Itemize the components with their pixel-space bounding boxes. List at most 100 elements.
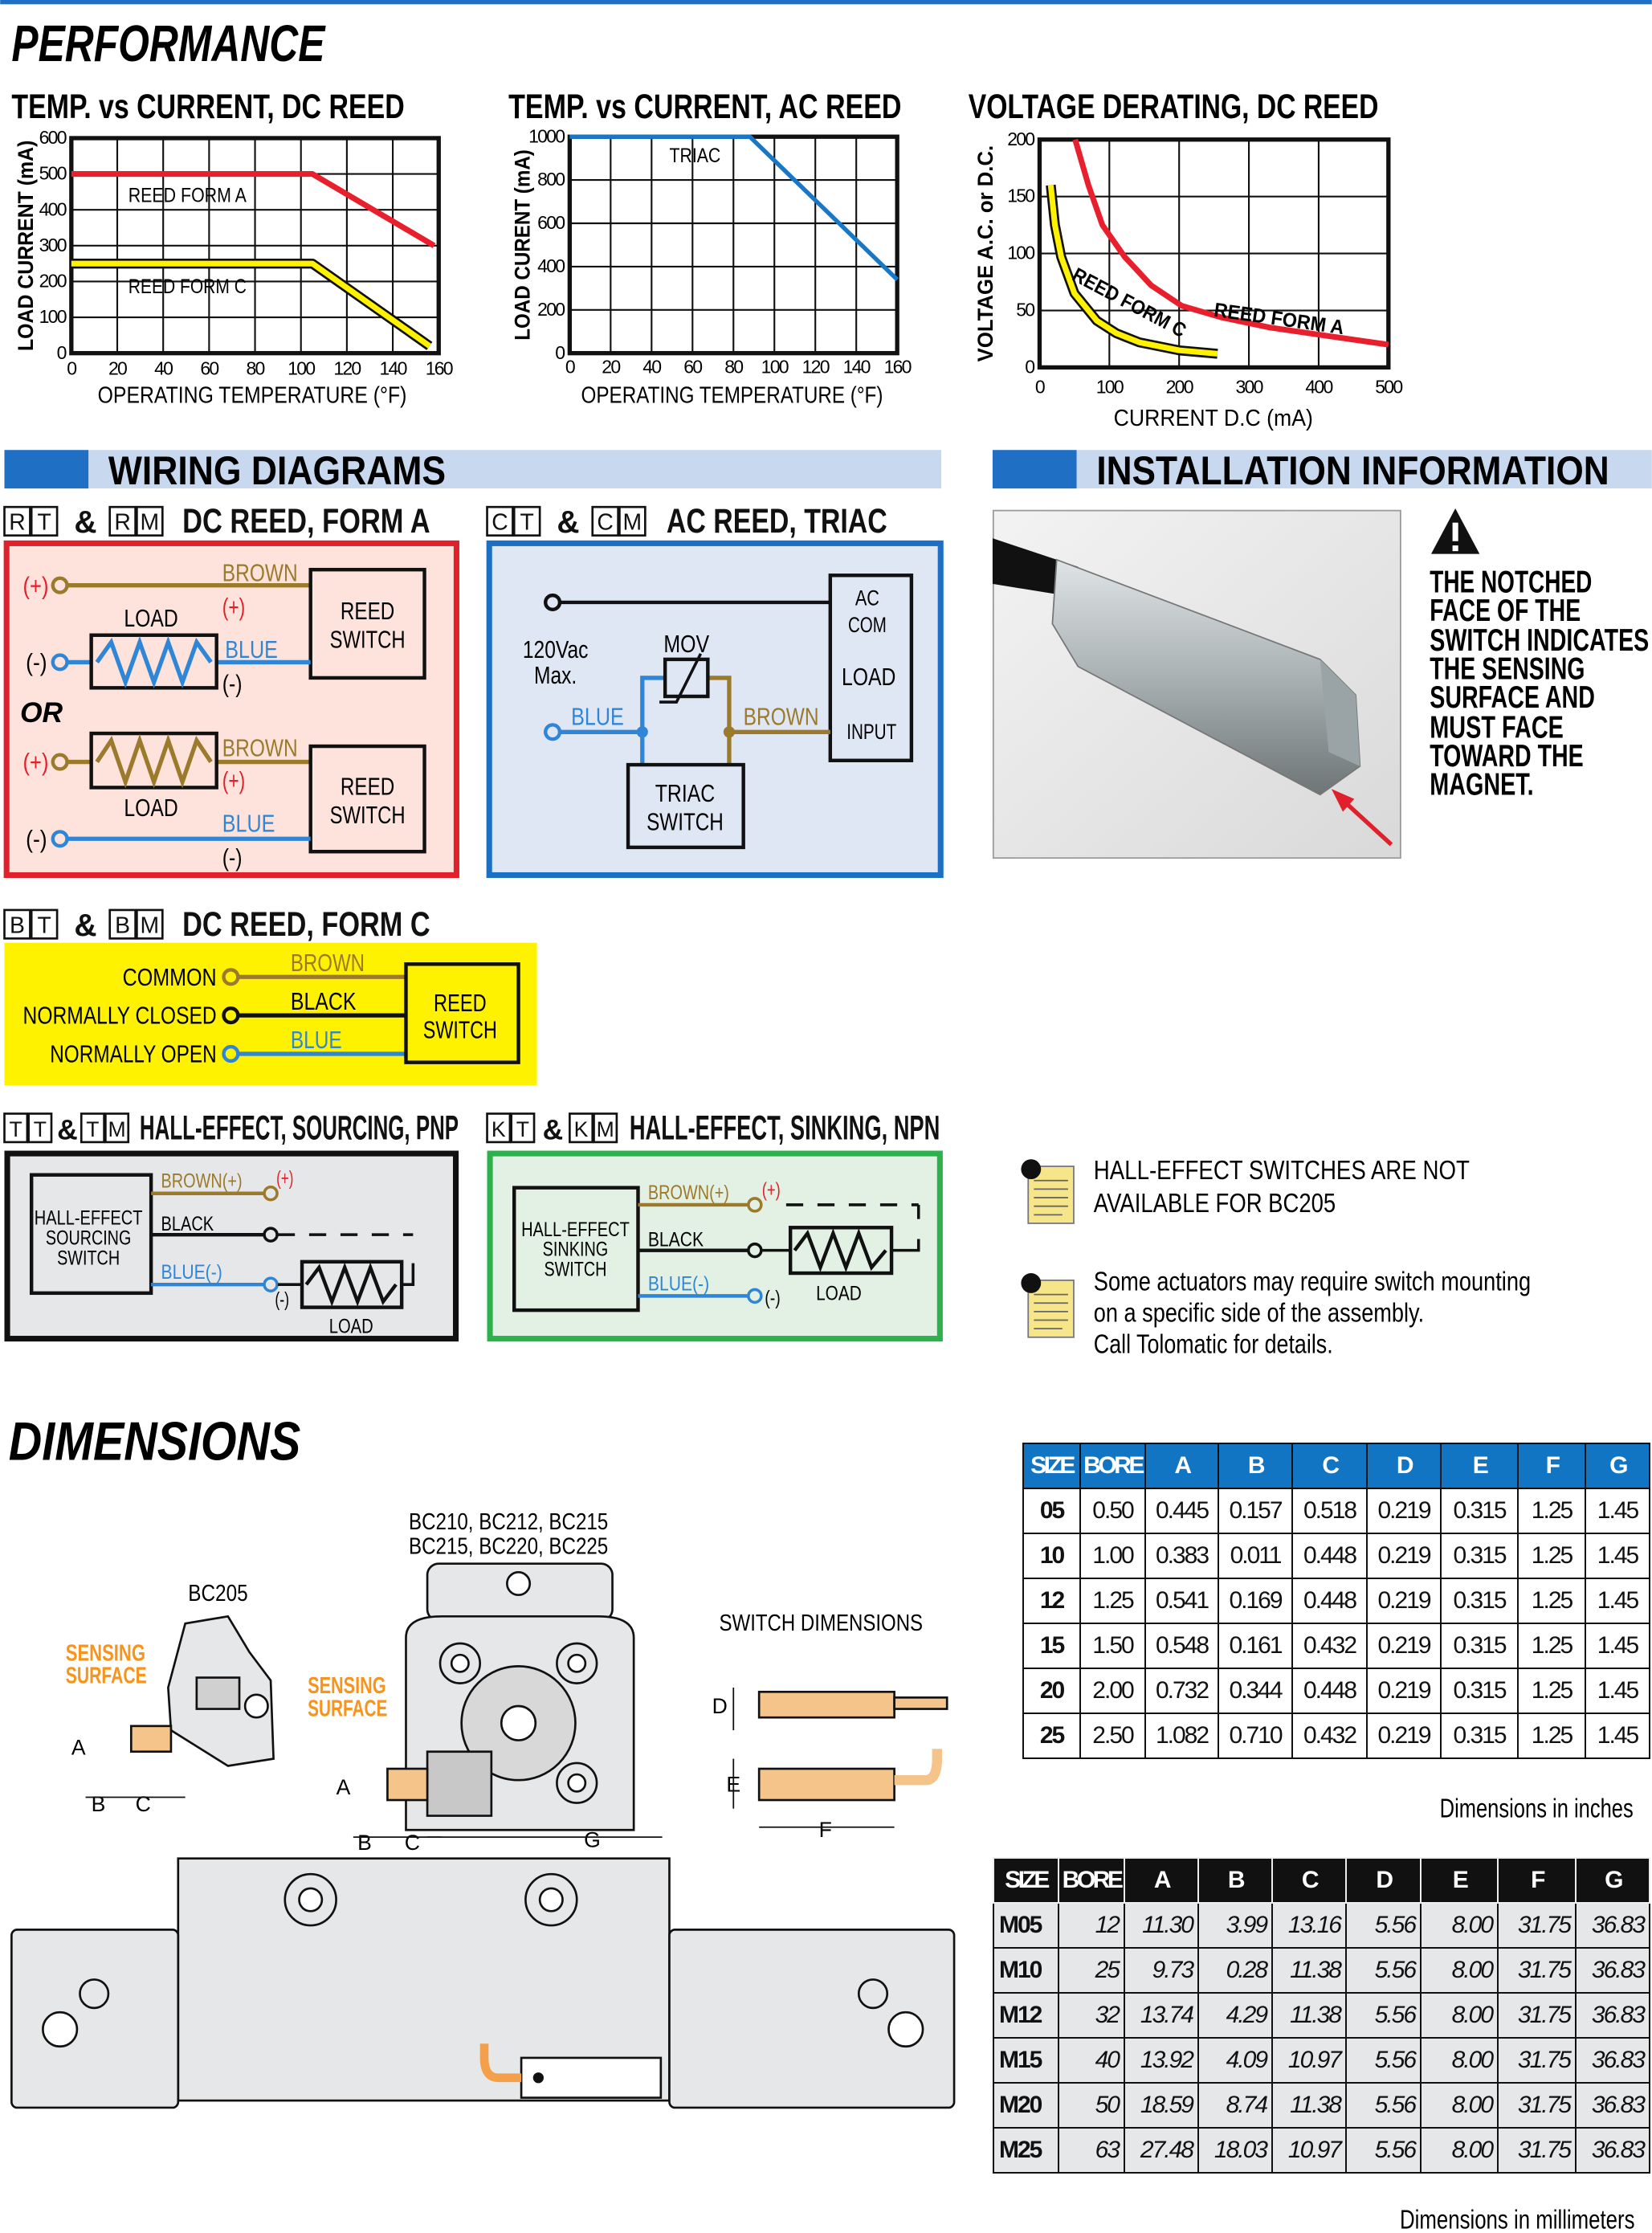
warning-line: SWITCH INDICATES <box>1430 623 1649 658</box>
y-tick-label: 100 <box>39 306 67 327</box>
performance-title: PERFORMANCE <box>11 14 326 72</box>
form-c-diagram: COMMON NORMALLY CLOSED NORMALLY OPEN BRO… <box>4 942 537 1085</box>
warning-line: SURFACE AND <box>1430 680 1595 715</box>
table-cell: 0.448 <box>1291 1533 1368 1579</box>
ampersand: & <box>57 1113 78 1145</box>
table-cell: 11.38 <box>1271 1992 1347 2039</box>
table-cell: 25 <box>1022 1713 1081 1759</box>
x-tick-label: 80 <box>247 357 265 378</box>
table-cell: 1.25 <box>1517 1488 1586 1534</box>
table-cell: 10.97 <box>1271 2127 1347 2174</box>
dimension-letter: G <box>584 1828 601 1852</box>
table-cell: 1.45 <box>1585 1668 1650 1714</box>
table-cell: 1.45 <box>1585 1488 1650 1534</box>
table-cell: 50 <box>1058 2082 1125 2129</box>
y-tick-label: 1000 <box>528 125 565 146</box>
x-tick-label: 0 <box>565 357 575 378</box>
table-cell: 0.315 <box>1440 1623 1519 1669</box>
table-cell: 36.83 <box>1575 2082 1650 2129</box>
chart-title: TEMP. vs CURRENT, AC REED <box>508 88 901 126</box>
table-cell: 0.28 <box>1197 1947 1273 1994</box>
resistor-icon <box>95 635 213 689</box>
blue-wire-label: BLUE(-) <box>648 1273 709 1295</box>
x-tick-label: 100 <box>288 357 315 378</box>
switch-photo <box>992 509 1401 859</box>
table-cell: 13.16 <box>1271 1902 1347 1949</box>
voltage-label: 120Vac <box>523 637 589 663</box>
table-cell: 1.082 <box>1144 1713 1219 1759</box>
table-cell: 63 <box>1058 2127 1125 2174</box>
table-cell: 1.25 <box>1517 1713 1586 1759</box>
plot-frame <box>69 136 441 356</box>
heading-title: HALL-EFFECT, SINKING, NPN <box>630 1108 940 1147</box>
y-tick-label: 150 <box>1007 186 1034 206</box>
table-cell: 12 <box>1058 1902 1125 1949</box>
series-label: REED FORM C <box>128 276 247 298</box>
table-cell: 3.99 <box>1197 1902 1273 1949</box>
minus-label: (-) <box>222 845 243 872</box>
dimension-letter: C <box>405 1831 420 1855</box>
black-wire-label: BLACK <box>161 1214 214 1235</box>
table-cell: 13.92 <box>1124 2037 1199 2084</box>
table-cell: 8.00 <box>1420 2082 1499 2129</box>
table-cell: M15 <box>993 2037 1059 2084</box>
minus-label: (-) <box>765 1288 781 1309</box>
x-tick-label: 400 <box>1305 376 1332 397</box>
ac-label: AC <box>855 586 879 610</box>
column-header: B <box>1218 1443 1293 1489</box>
table-cell: 0.541 <box>1144 1578 1219 1624</box>
y-tick-label: 600 <box>537 212 565 233</box>
brown-wire-label: BROWN <box>222 735 298 761</box>
blue-wire-label: BLUE <box>291 1027 342 1054</box>
table-cell: 9.73 <box>1124 1947 1199 1994</box>
table-cell: 31.75 <box>1497 2127 1577 2174</box>
installation-banner: INSTALLATION INFORMATION <box>992 448 1652 493</box>
series-line-reed-form-a <box>71 171 436 248</box>
x-tick-label: 40 <box>642 357 661 378</box>
column-header: G <box>1575 1857 1650 1904</box>
plus-label: (+) <box>23 749 49 776</box>
column-header: A <box>1144 1443 1219 1489</box>
reed-label: REED <box>434 990 487 1017</box>
red-arrow-icon <box>1331 789 1393 847</box>
table-cell: 25 <box>1058 1947 1125 1994</box>
table-cell: 0.383 <box>1144 1533 1219 1579</box>
table-cell: 11.30 <box>1124 1902 1199 1949</box>
table-cell: 0.161 <box>1218 1623 1293 1669</box>
heading-title: AC REED, TRIAC <box>667 502 887 541</box>
warning-line: THE NOTCHED <box>1430 565 1592 600</box>
code-letter: T <box>86 1117 99 1141</box>
y-tick-label: 200 <box>39 271 67 292</box>
table-cell: M20 <box>993 2082 1059 2129</box>
y-tick-label: 200 <box>1007 129 1034 149</box>
plus-label: (+) <box>762 1179 781 1201</box>
note-actuators: Some actuators may require switch mounti… <box>1094 1267 1531 1359</box>
table-cell: 0.710 <box>1218 1713 1293 1759</box>
table-cell: 8.00 <box>1420 2127 1499 2174</box>
plus-label: (+) <box>222 594 245 621</box>
switch-label: SWITCH <box>330 802 406 829</box>
switch-label: SWITCH <box>544 1259 606 1281</box>
black-wire-label: BLACK <box>291 989 357 1015</box>
x-tick-label: 0 <box>1035 376 1045 397</box>
form-a-diagram: (+) BROWN (+) LOAD REED SWITCH (-) BLUE … <box>3 540 459 879</box>
table-cell: 1.45 <box>1585 1713 1650 1759</box>
table-cell: 10.97 <box>1271 2037 1347 2084</box>
model-label: BC215, BC220, BC225 <box>409 1533 608 1559</box>
column-header: SIZE <box>1022 1443 1081 1489</box>
dimension-letter: F <box>819 1818 832 1842</box>
series-label: TRIAC <box>669 145 720 167</box>
table-cell: 8.00 <box>1420 1902 1499 1949</box>
dimension-letter: B <box>357 1831 372 1855</box>
dimension-letter: C <box>136 1792 151 1816</box>
ampersand: & <box>543 1113 564 1145</box>
table-cell: M12 <box>993 1992 1059 2039</box>
table-cell: 10 <box>1022 1533 1081 1579</box>
pnp-diagram: HALL-EFFECT SOURCING SWITCH BROWN(+) BLA… <box>4 1150 459 1342</box>
sensing-surface-label: SENSING <box>308 1673 386 1699</box>
plot-frame <box>1037 137 1391 370</box>
resistor-icon <box>95 733 213 789</box>
